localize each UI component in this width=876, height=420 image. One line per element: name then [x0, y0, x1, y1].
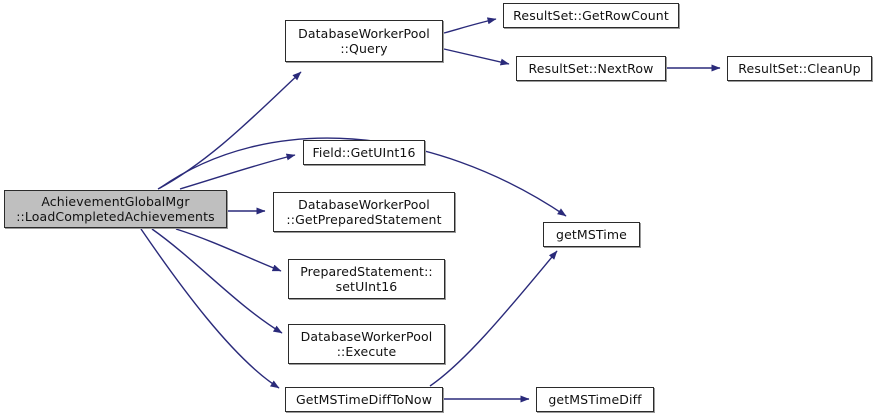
call-graph-node-label: PreparedStatement:: setUInt16	[300, 264, 433, 294]
call-graph-node-label: getMSTime	[556, 227, 627, 242]
call-graph-node-label: DatabaseWorkerPool ::Query	[298, 26, 430, 56]
call-graph-node-getrowcount[interactable]: ResultSet::GetRowCount	[503, 3, 679, 28]
call-graph-node-nextrow[interactable]: ResultSet::NextRow	[516, 56, 666, 81]
call-edge-query-to-getrowcount	[443, 17, 497, 34]
call-graph-node-cleanup[interactable]: ResultSet::CleanUp	[727, 56, 872, 81]
call-graph-node-label: Field::GetUInt16	[312, 145, 416, 160]
call-edge-root-to-getuint16	[179, 153, 296, 190]
call-graph-node-getmstimedifftonow[interactable]: GetMSTimeDiffToNow	[285, 387, 443, 412]
call-graph-node-label: DatabaseWorkerPool ::Execute	[300, 329, 433, 359]
call-edge-root-to-query	[157, 71, 302, 190]
call-graph-node-setuint16[interactable]: PreparedStatement:: setUInt16	[288, 259, 445, 299]
call-graph-node-root[interactable]: AchievementGlobalMgr ::LoadCompletedAchi…	[4, 190, 227, 228]
call-graph-node-label: ResultSet::CleanUp	[738, 61, 861, 76]
call-graph-node-getmstimediff[interactable]: getMSTimeDiff	[536, 387, 654, 412]
call-graph-node-query[interactable]: DatabaseWorkerPool ::Query	[285, 20, 443, 62]
call-graph-node-label: getMSTimeDiff	[548, 392, 642, 407]
call-graph-node-getpreparedstatement[interactable]: DatabaseWorkerPool ::GetPreparedStatemen…	[273, 192, 455, 232]
call-graph-node-execute[interactable]: DatabaseWorkerPool ::Execute	[288, 324, 445, 364]
call-graph-node-label: ResultSet::GetRowCount	[513, 8, 669, 23]
call-graph-node-getmstime[interactable]: getMSTime	[543, 222, 640, 247]
call-edge-root-to-setuint16	[175, 228, 282, 272]
call-graph-node-label: ResultSet::NextRow	[528, 61, 654, 76]
call-graph-node-label: DatabaseWorkerPool ::GetPreparedStatemen…	[286, 197, 442, 227]
call-graph-node-getuint16[interactable]: Field::GetUInt16	[303, 140, 425, 165]
call-graph-node-label: AchievementGlobalMgr ::LoadCompletedAchi…	[16, 194, 215, 224]
call-edge-query-to-nextrow	[443, 48, 510, 66]
call-edge-root-to-getmstimedifftonow	[140, 228, 280, 389]
call-edge-getmstimedifftonow-to-getmstime	[429, 250, 558, 387]
call-graph-node-label: GetMSTimeDiffToNow	[295, 392, 433, 407]
call-edge-root-to-execute	[151, 228, 283, 334]
